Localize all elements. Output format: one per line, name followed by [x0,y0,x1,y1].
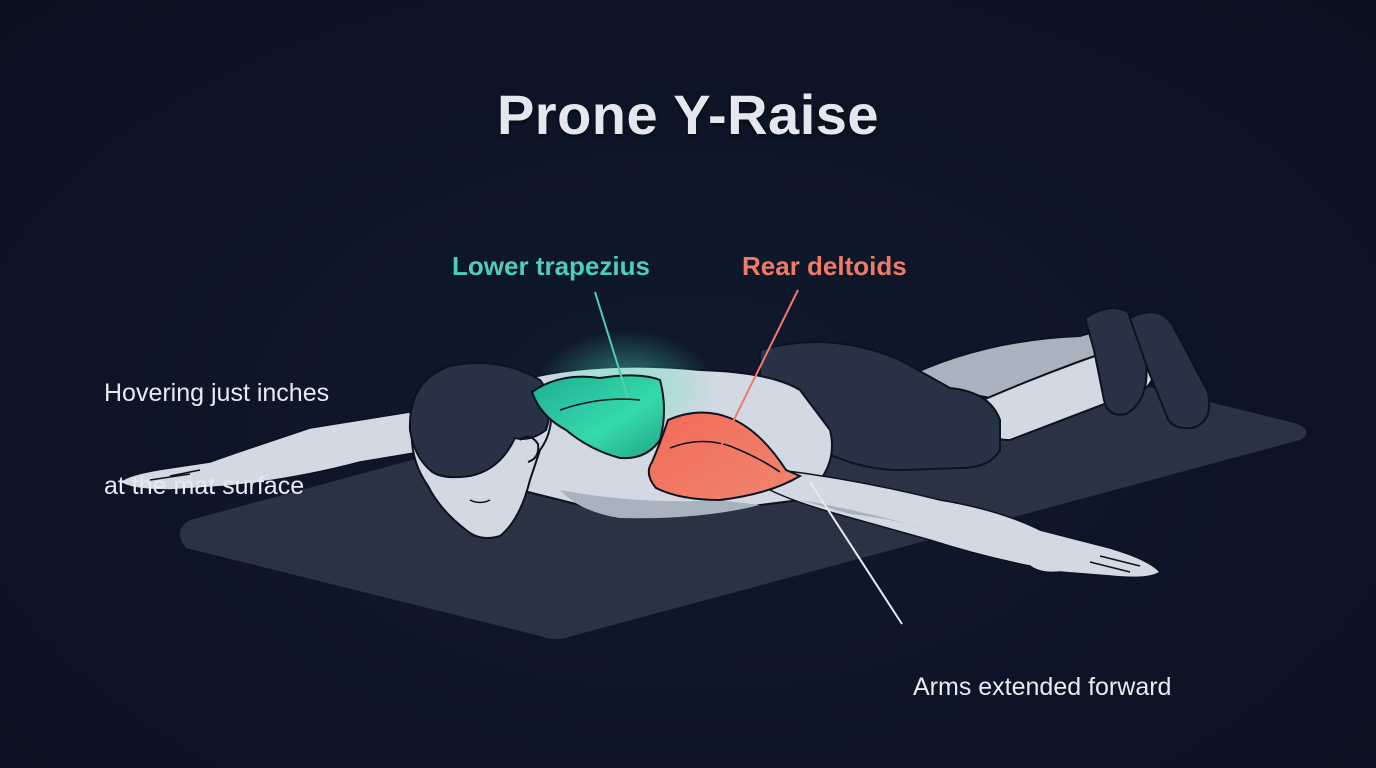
lower-trapezius-label: Lower trapezius [452,251,650,281]
head [408,362,553,539]
hover-annotation: Hovering just inches at the mat surface [104,316,329,564]
hover-annotation-line-2: at the mat surface [104,472,305,500]
rear-deltoids-leader-line [717,289,799,453]
lower-trapezius-leader-line [594,291,629,399]
arms-annotation-line-2: in a 45° angle [913,765,1171,768]
arms-annotation: Arms extended forward in a 45° angle [913,610,1171,768]
right-arm [768,469,1162,579]
arms-annotation-line-1: Arms extended forward [913,673,1172,701]
rear-deltoids-highlight [647,411,803,502]
hover-annotation-line-1: Hovering just inches [104,379,330,407]
diagram-title: Prone Y-Raise [496,83,880,146]
legs [896,307,1211,442]
arms-leader-line [809,481,903,625]
left-arm [118,411,421,491]
rear-deltoids-label: Rear deltoids [742,251,907,281]
